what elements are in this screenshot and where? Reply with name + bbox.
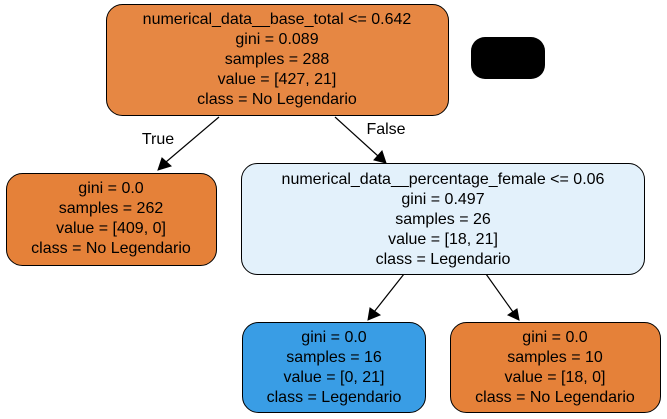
edge-right-rightleft bbox=[373, 273, 405, 313]
node-right-right-gini: gini = 0.0 bbox=[522, 329, 587, 346]
node-right-left-class: class = Legendario bbox=[267, 389, 402, 406]
edge-right-rightright bbox=[485, 273, 514, 313]
node-right-right-box bbox=[450, 322, 661, 413]
edge-right-rightleft-arrow bbox=[367, 307, 382, 321]
node-left-gini: gini = 0.0 bbox=[78, 180, 143, 197]
node-root-samples: samples = 288 bbox=[225, 51, 330, 68]
node-right-left: gini = 0.0 samples = 16 value = [0, 21] … bbox=[242, 322, 426, 413]
node-left: gini = 0.0 samples = 262 value = [409, 0… bbox=[6, 173, 217, 266]
node-root-gini: gini = 0.089 bbox=[235, 31, 318, 48]
edge-root-right bbox=[334, 116, 379, 157]
edge-label-false: False bbox=[366, 121, 405, 138]
node-left-box bbox=[6, 173, 217, 266]
edges: True False bbox=[142, 116, 520, 321]
node-right-class: class = Legendario bbox=[376, 251, 511, 268]
node-right-right: gini = 0.0 samples = 10 value = [18, 0] … bbox=[450, 322, 661, 413]
node-left-value: value = [409, 0] bbox=[56, 220, 166, 237]
edge-right-rightright-arrow bbox=[506, 308, 520, 321]
node-root: numerical_data__base_total <= 0.642 gini… bbox=[106, 4, 449, 116]
node-root-value: value = [427, 21] bbox=[218, 71, 337, 88]
node-root-class: class = No Legendario bbox=[197, 91, 357, 108]
node-root-condition: numerical_data__base_total <= 0.642 bbox=[143, 11, 412, 28]
edge-root-right-arrow bbox=[373, 150, 387, 164]
node-right-left-gini: gini = 0.0 bbox=[301, 329, 366, 346]
node-root-box bbox=[106, 4, 449, 116]
node-right-condition: numerical_data__percentage_female <= 0.0… bbox=[282, 171, 605, 188]
node-left-class: class = No Legendario bbox=[31, 240, 191, 257]
node-right-samples: samples = 26 bbox=[395, 211, 491, 228]
node-right-gini: gini = 0.497 bbox=[401, 191, 484, 208]
edge-root-left bbox=[165, 116, 220, 163]
node-right-right-samples: samples = 10 bbox=[507, 349, 603, 366]
edge-label-true: True bbox=[142, 131, 174, 148]
node-right-left-samples: samples = 16 bbox=[286, 349, 382, 366]
node-right-box bbox=[241, 163, 645, 275]
node-right-right-class: class = No Legendario bbox=[475, 389, 635, 406]
node-right-right-value: value = [18, 0] bbox=[505, 369, 606, 386]
node-right: numerical_data__percentage_female <= 0.0… bbox=[241, 163, 645, 275]
node-right-left-value: value = [0, 21] bbox=[284, 369, 385, 386]
node-right-left-box bbox=[242, 322, 426, 413]
edge-root-left-arrow bbox=[157, 157, 172, 171]
node-left-samples: samples = 262 bbox=[59, 200, 164, 217]
black-box bbox=[471, 37, 545, 79]
node-right-value: value = [18, 21] bbox=[388, 231, 498, 248]
